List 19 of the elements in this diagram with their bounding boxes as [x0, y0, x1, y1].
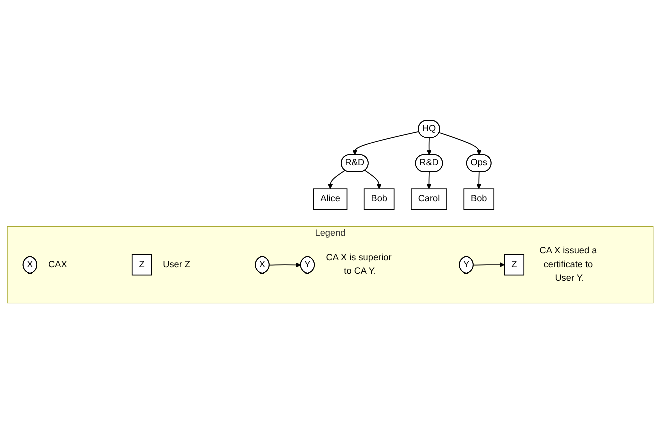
node-box: Bob	[364, 188, 395, 210]
node-box: Z	[504, 254, 525, 276]
node-box: Z	[132, 254, 152, 276]
arrow	[439, 132, 482, 156]
node-label: CAX	[48, 260, 68, 270]
node-box: Carol	[411, 188, 448, 210]
arrow	[426, 138, 432, 156]
arrow	[426, 172, 432, 190]
arrow	[352, 131, 420, 156]
node-box: Bob	[464, 188, 495, 210]
node-box: Alice	[313, 188, 348, 210]
node-label: CA X is superior to CA Y.	[326, 253, 392, 277]
node-label: CA X issued a certificate to User Y.	[540, 246, 598, 284]
arrow	[473, 262, 506, 268]
arrow	[476, 172, 482, 190]
node-label: User Z	[163, 260, 190, 270]
arrow	[328, 170, 346, 190]
arrow	[269, 262, 302, 268]
arrow	[364, 170, 382, 190]
